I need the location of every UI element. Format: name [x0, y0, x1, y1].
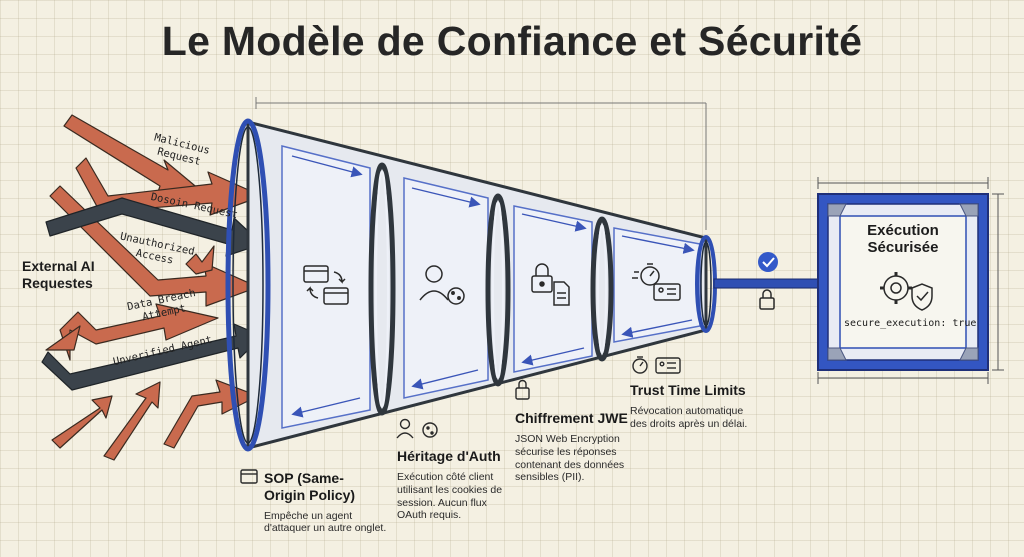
page-title: Le Modèle de Confiance et Sécurité [161, 18, 863, 64]
window-swap-icon [303, 265, 349, 305]
stage-description: Empêche un agent d'attaquer un autre ong… [264, 509, 387, 535]
lock-icon [759, 289, 775, 310]
time-limit-timer-icon [632, 356, 681, 374]
stage-description: Révocation automatique des droits après … [630, 405, 748, 430]
auth-user-cookie-icon [396, 418, 438, 439]
user-cookie-icon [419, 265, 465, 305]
threat-arrow [45, 197, 263, 257]
sop-window-icon [240, 469, 258, 484]
execution-title: Exécution Sécurisée [867, 222, 939, 257]
funnel-dimension-line [255, 97, 707, 230]
stage-title: Héritage d'Auth [397, 448, 501, 464]
stage-jwe: Chiffrement JWE JSON Web Encryption sécu… [515, 410, 645, 484]
stage-title: SOP (Same- Origin Policy) [264, 470, 356, 503]
stage-auth: Héritage d'Auth Exécution côté client ut… [397, 448, 517, 522]
lock-document-icon [531, 263, 570, 306]
threat-arrow [185, 245, 215, 275]
external-ai-requests-label: External AI Requestes [22, 258, 95, 291]
timer-badge-icon [632, 263, 681, 301]
stage-sop: SOP (Same- Origin Policy) Empêche un age… [264, 470, 414, 535]
threat-arrow [51, 395, 113, 449]
threat-arrow [45, 325, 81, 351]
jwe-lock-icon [515, 379, 530, 400]
security-funnel [225, 118, 717, 452]
execution-code: secure_execution: true [844, 318, 977, 329]
check-badge-icon [758, 252, 778, 272]
threat-arrow [49, 185, 259, 307]
stage-description: JSON Web Encryption sécurise les réponse… [515, 433, 625, 484]
threat-arrows [45, 114, 263, 461]
stage-trust-time: Trust Time Limits Révocation automatique… [630, 382, 770, 431]
secure-execution-box [817, 177, 1004, 384]
threat-arrow [103, 381, 161, 461]
stage-description: Exécution côté client utilisant les cook… [397, 471, 503, 522]
stage-title: Chiffrement JWE [515, 410, 628, 426]
stage-title: Trust Time Limits [630, 382, 746, 398]
gear-shield-icon [880, 272, 933, 311]
